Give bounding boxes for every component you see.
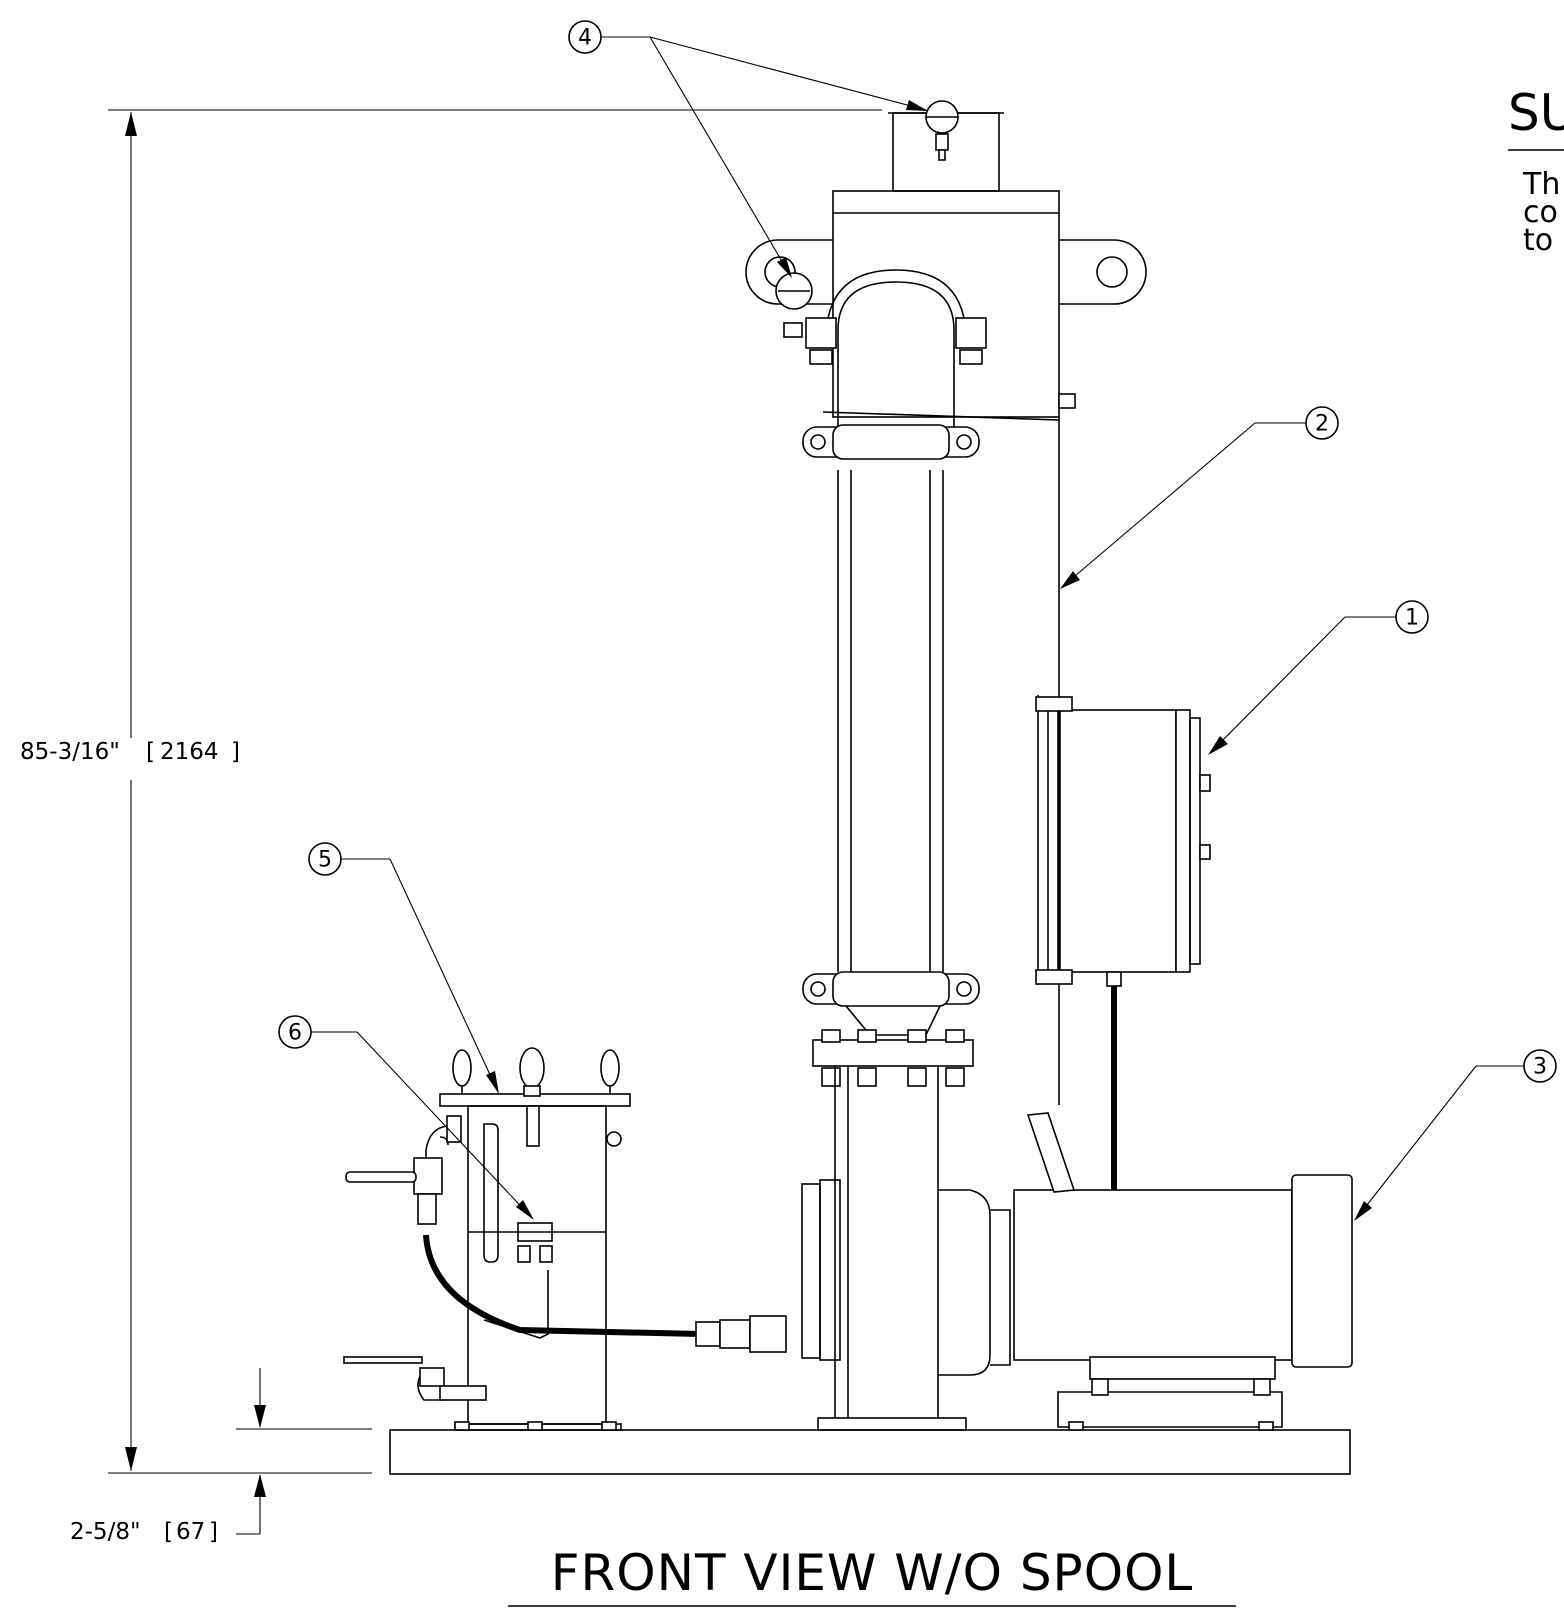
- side-note-line-3: to: [1523, 223, 1553, 258]
- view-title: FRONT VIEW W/O SPOOL: [508, 1544, 1236, 1607]
- svg-text:[: [: [164, 1519, 173, 1545]
- lifting-lug-left: [745, 239, 833, 305]
- side-note-line-2: co: [1523, 195, 1558, 230]
- base-height-dimension: 2-5/8" [ 67 ]: [70, 1368, 372, 1545]
- side-note-line-1: Th: [1522, 167, 1560, 202]
- upper-housing: [832, 190, 1060, 418]
- eye-bolt-center: [519, 1047, 545, 1089]
- valve-handle-lower: [343, 1356, 423, 1364]
- base-height-metric: 67: [176, 1519, 205, 1545]
- valve-handle-upper: [345, 1171, 417, 1183]
- eye-bolt-right: [600, 1049, 620, 1087]
- motor-pump: [801, 1112, 1353, 1431]
- hose: [423, 1234, 701, 1337]
- motor-body: [1013, 1189, 1293, 1361]
- strainer-body: [467, 1105, 607, 1425]
- side-note-heading: SU: [1508, 84, 1564, 142]
- control-enclosure: [1035, 695, 1211, 1193]
- hose-barb: [439, 1385, 487, 1401]
- svg-text:3: 3: [1533, 1055, 1547, 1080]
- arrowhead-down: [125, 1447, 137, 1471]
- svg-text:6: 6: [288, 1021, 302, 1046]
- overall-height-dimension: 85-3/16" [ 2164 ]: [20, 109, 882, 1474]
- svg-text:2: 2: [1315, 412, 1329, 437]
- lug-hole-right: [1096, 256, 1128, 288]
- svg-text:]: ]: [209, 1519, 218, 1545]
- motor-junction-box: [1026, 1112, 1076, 1193]
- svg-text:4: 4: [578, 26, 592, 51]
- balloon-6: 6: [278, 1015, 534, 1220]
- balloon-5: 5: [308, 842, 499, 1094]
- base-height-imperial: 2-5/8": [70, 1519, 141, 1545]
- balloon-2: 2: [1060, 406, 1339, 589]
- balloon-4: 4: [568, 20, 928, 278]
- ball-valve-lower: [419, 1367, 445, 1387]
- band-clamp-lower: [802, 971, 980, 1007]
- pump-flange-outer: [801, 1183, 821, 1359]
- bracket-close: ]: [231, 739, 240, 765]
- arrowhead-up: [125, 112, 137, 136]
- svg-text:5: 5: [318, 848, 332, 873]
- svg-text:1: 1: [1405, 606, 1419, 631]
- ball-valve-upper: [413, 1157, 443, 1195]
- motor-end-cap: [1291, 1174, 1353, 1368]
- motor-mount: [1089, 1356, 1276, 1380]
- inner-pipe-bend: [837, 281, 955, 432]
- balloon-3: 3: [1354, 1049, 1557, 1221]
- overall-height-imperial: 85-3/16": [20, 739, 120, 765]
- base-skid: [389, 1429, 1351, 1475]
- strainer-vessel: [343, 1047, 787, 1431]
- lifting-lug-right: [1059, 239, 1147, 305]
- pump-volute: [938, 1189, 991, 1376]
- band-clamp-upper: [802, 424, 980, 460]
- overall-height-metric: 2164: [160, 739, 219, 765]
- main-column: [745, 100, 1147, 1431]
- bracket-open: [: [146, 739, 155, 765]
- side-note: SU Th co to: [1508, 84, 1564, 258]
- balloon-1: 1: [1208, 600, 1429, 755]
- flange: [812, 1039, 974, 1067]
- column-foot: [817, 1417, 967, 1431]
- eye-bolt-left: [452, 1049, 472, 1087]
- view-title-text: FRONT VIEW W/O SPOOL: [551, 1544, 1194, 1602]
